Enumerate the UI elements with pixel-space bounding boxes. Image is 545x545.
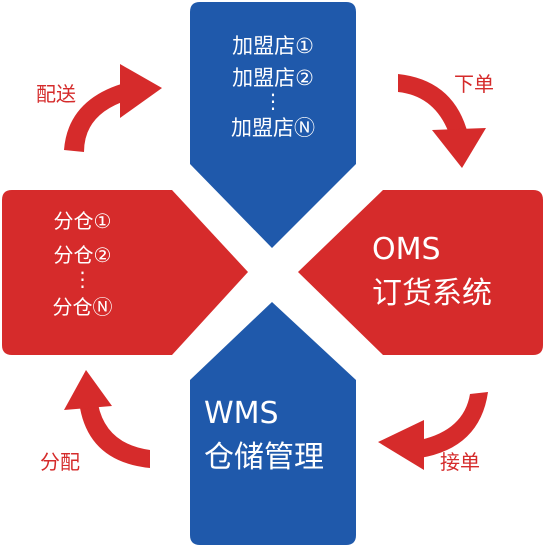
wms-title: WMS (204, 396, 279, 431)
flow-label-allocate: 分配 (40, 450, 80, 474)
flow-label-delivery: 配送 (36, 82, 76, 106)
arrow-accept-icon (378, 392, 488, 470)
franchise-item-n: 加盟店Ⓝ (231, 116, 315, 140)
wms-subtitle: 仓储管理 (204, 440, 324, 475)
oms-label: OMS 订货系统 (372, 228, 532, 316)
franchise-item-1: 加盟店① (232, 34, 314, 58)
franchise-item-2: 加盟店② (232, 66, 314, 90)
flow-label-accept: 接单 (440, 450, 480, 474)
wms-block (190, 302, 356, 545)
oms-subtitle: 订货系统 (372, 276, 492, 311)
flow-label-order: 下单 (454, 72, 494, 96)
warehouse-ellipsis: ⋮ (72, 267, 93, 291)
oms-block (298, 190, 543, 355)
oms-title: OMS (372, 232, 441, 267)
warehouse-list: 分仓① 分仓② ⋮ 分仓Ⓝ (10, 204, 155, 324)
arrow-order-icon (398, 74, 486, 168)
warehouse-item-n: 分仓Ⓝ (52, 295, 113, 319)
warehouse-block (2, 190, 248, 355)
franchise-ellipsis: ⋮ (263, 89, 283, 113)
warehouse-item-2: 分仓② (53, 243, 112, 267)
warehouse-item-1: 分仓① (53, 209, 112, 233)
franchise-list: 加盟店① 加盟店② ⋮ 加盟店Ⓝ (188, 30, 358, 144)
franchise-block (190, 2, 356, 248)
arrow-delivery-icon (64, 64, 162, 152)
arrow-allocate-icon (64, 370, 150, 468)
wms-label: WMS 仓储管理 (204, 392, 364, 480)
